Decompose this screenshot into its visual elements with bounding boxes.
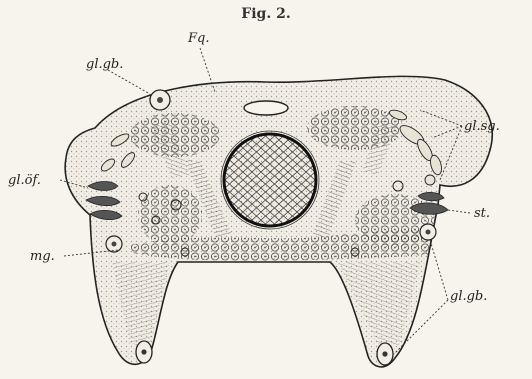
leader-gl-gb-top [108,70,150,94]
label-gl-gb-bottom: gl.gb. [450,289,487,304]
label-gl-gb-top: gl.gb. [86,57,123,72]
gland-opening-left [86,182,122,220]
label-st: st. [474,206,490,221]
central-mesh-organ [224,134,316,226]
top-oval-structure [244,101,288,115]
label-mg: mg. [30,249,55,264]
label-fq: Fq. [187,31,209,46]
gland-cells-lower-left [138,185,202,245]
leader-gl-gb-bottom-1 [430,240,448,300]
label-gl-of: gl.öf. [8,173,41,188]
label-gl-sg: gl.sg. [464,119,500,134]
leader-st [448,210,470,213]
